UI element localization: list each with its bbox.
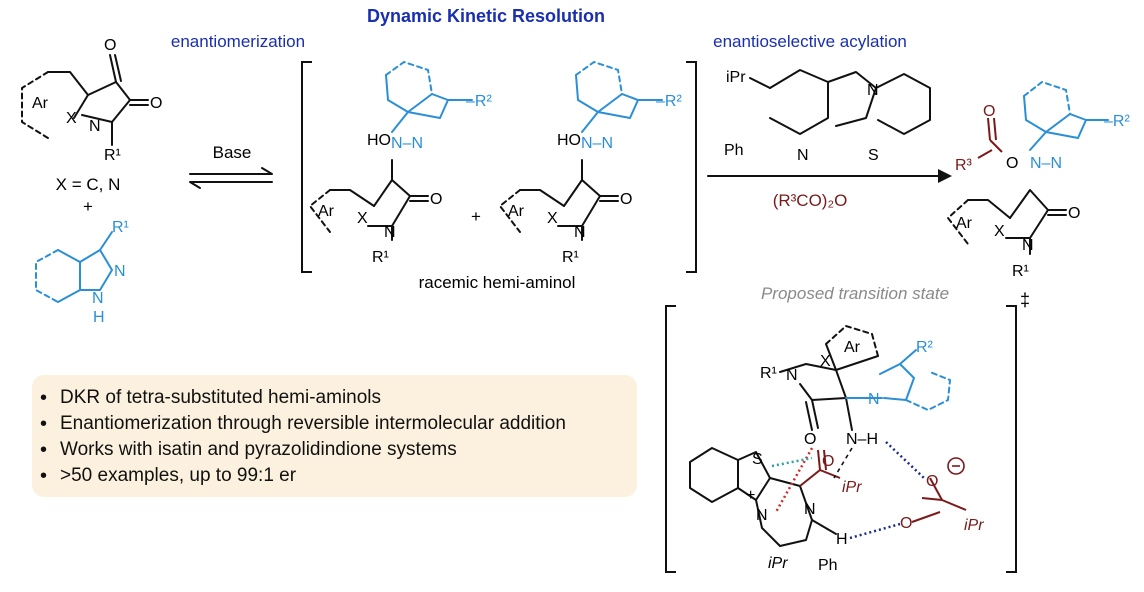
base-label: Base — [213, 143, 252, 162]
atom-hn: N–H — [846, 431, 878, 448]
summary-item: >50 examples, up to 99:1 er — [40, 463, 637, 489]
atom-n: N — [1022, 237, 1034, 254]
atom-r2: –R² — [656, 93, 682, 110]
atom-r1: R¹ — [112, 219, 129, 236]
oh-hbond — [885, 441, 925, 479]
enantiomerization-label: enantiomerization — [171, 32, 305, 51]
atom-nn: N–N — [391, 135, 423, 152]
reaction-arrow — [707, 169, 952, 183]
anhydride-label: (R³CO)₂O — [773, 191, 848, 210]
atom-ar: Ar — [318, 203, 335, 220]
starting-dione: Ar X O O N R¹ — [21, 37, 162, 164]
plus-sign: + — [471, 207, 481, 226]
atom-x: X — [994, 223, 1005, 240]
atom-ipr: iPr — [842, 479, 862, 496]
summary-box: DKR of tetra-substituted hemi-aminols En… — [32, 375, 637, 497]
atom-o: O — [926, 473, 938, 490]
atom-n: N — [867, 82, 879, 99]
atom-ho: HO — [557, 132, 581, 149]
atom-o: O — [1006, 155, 1018, 172]
scheme-title: Dynamic Kinetic Resolution — [367, 6, 605, 26]
atom-ph: Ph — [818, 557, 838, 574]
atom-x: X — [547, 210, 558, 227]
atom-r2: –R² — [466, 93, 492, 110]
atom-n: N — [384, 224, 396, 241]
summary-list: DKR of tetra-substituted hemi-aminols En… — [32, 375, 637, 489]
atom-ar: Ar — [32, 95, 49, 112]
catalyst-structure: iPr Ph N N S — [724, 69, 931, 164]
bracket-left — [301, 61, 312, 273]
intermediate-caption: racemic hemi-aminol — [419, 273, 576, 292]
atom-r1: R¹ — [1012, 263, 1029, 280]
atom-ph: Ph — [724, 142, 744, 159]
atom-r1: R¹ — [372, 249, 389, 266]
atom-o: O — [900, 515, 912, 532]
atom-o: O — [804, 431, 816, 448]
summary-item: DKR of tetra-substituted hemi-aminols — [40, 385, 637, 411]
summary-item: Enantiomerization through reversible int… — [40, 411, 637, 437]
atom-n: N — [92, 290, 104, 307]
s-o-interaction — [774, 447, 814, 513]
atom-ar: Ar — [508, 203, 525, 220]
summary-item: Works with isatin and pyrazolidindione s… — [40, 437, 637, 463]
atom-n: N — [868, 391, 880, 408]
atom-n: N — [786, 367, 798, 384]
atom-n: N — [89, 118, 101, 135]
atom-plus: + — [746, 487, 755, 504]
hemi-aminol-enantiomer-2: –R² N–N HO Ar X O N R¹ — [499, 61, 682, 266]
carboxylate-charge-icon — [947, 457, 965, 475]
atom-r3: R³ — [955, 157, 973, 174]
ch-hbond — [849, 522, 901, 540]
atom-s: S — [868, 147, 879, 164]
atom-o: O — [104, 37, 116, 54]
atom-n: N — [574, 224, 586, 241]
transition-state-structure: R¹ N X Ar R² N O N–H S + N N O iPr H iPr… — [689, 325, 984, 574]
bracket-right — [686, 61, 697, 273]
acylated-product: O R³ O N–N –R² Ar X O N R¹ — [947, 81, 1130, 280]
atom-ipr: iPr — [726, 69, 746, 86]
ts-mark: ‡ — [1020, 290, 1030, 310]
atom-x: X — [820, 353, 831, 370]
atom-nn: N–N — [581, 135, 613, 152]
atom-n: N — [114, 263, 126, 280]
ts-bracket-right — [1006, 305, 1017, 573]
nucleophile-attack — [833, 447, 853, 479]
atom-r2: R² — [916, 339, 934, 356]
atom-x: X — [357, 210, 368, 227]
atom-ar: Ar — [956, 215, 973, 232]
atom-ipr: iPr — [964, 517, 984, 534]
equilibrium-arrow — [189, 167, 273, 189]
atom-r2: –R² — [1104, 113, 1130, 130]
atom-nn: N–N — [1030, 155, 1062, 172]
acylation-label: enantioselective acylation — [713, 32, 907, 51]
hemi-aminol-enantiomer-1: –R² N–N HO Ar X O N R¹ — [309, 61, 492, 266]
starting-indazole: R¹ N N H — [35, 219, 129, 326]
atom-s: S — [752, 451, 763, 468]
plus-sign: + — [83, 197, 93, 216]
atom-h: H — [836, 531, 848, 548]
atom-h: H — [93, 309, 105, 326]
atom-o: O — [150, 95, 162, 112]
atom-o: O — [822, 453, 834, 470]
atom-n: N — [756, 507, 768, 524]
ts-bracket-left — [665, 305, 676, 573]
atom-ipr: iPr — [768, 555, 788, 572]
atom-o: O — [620, 191, 632, 208]
atom-ar: Ar — [844, 339, 861, 356]
atom-r1: R¹ — [562, 249, 579, 266]
atom-o: O — [1068, 205, 1080, 222]
atom-n: N — [797, 147, 809, 164]
x-definition: X = C, N — [56, 175, 121, 194]
atom-n: N — [804, 501, 816, 518]
atom-o: O — [983, 103, 995, 120]
atom-r1: R¹ — [104, 147, 121, 164]
ts-caption: Proposed transition state — [761, 284, 949, 303]
atom-o: O — [430, 191, 442, 208]
s-o-acyl-interaction — [771, 456, 813, 468]
atom-r1: R¹ — [760, 365, 777, 382]
atom-x: X — [66, 110, 77, 127]
atom-ho: HO — [367, 132, 391, 149]
